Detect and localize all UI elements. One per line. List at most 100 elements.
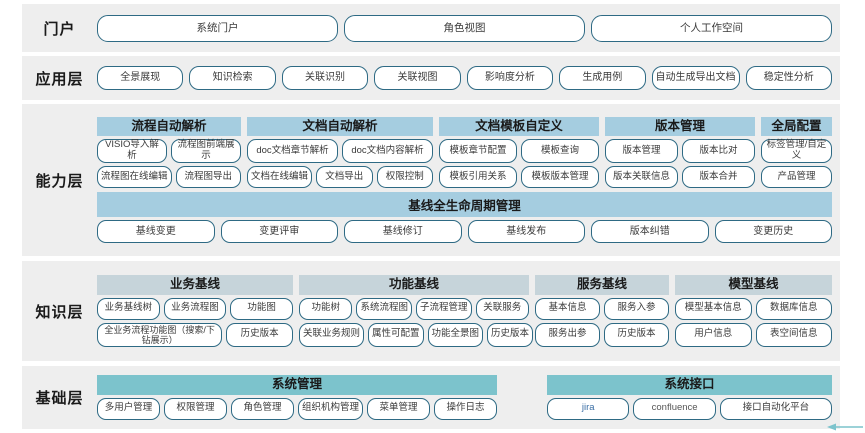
capability-group-doc-template: 文档模板自定义 模板章节配置 模板查询 模板引用关系 模板版本管理 xyxy=(439,116,599,189)
group-header-doc-template: 文档模板自定义 xyxy=(439,116,599,137)
know-button-database-info[interactable]: 数据库信息 xyxy=(755,297,832,320)
cap-button-flowchart-frontend-display[interactable]: 流程图前端展示 xyxy=(171,139,241,164)
group-header-doc-parsing: 文档自动解析 xyxy=(247,116,433,137)
capability-group-process-parsing: 流程自动解析 VISIO导入解析 流程图前端展示 流程图在线编辑 流程图导出 xyxy=(97,116,241,189)
cap-button-version-relation-info[interactable]: 版本关联信息 xyxy=(605,166,678,189)
know-button-business-baseline-tree[interactable]: 业务基线树 xyxy=(97,297,160,320)
base-button-operation-log[interactable]: 操作日志 xyxy=(434,397,498,420)
cap-button-doc-chapter-parse[interactable]: doc文档章节解析 xyxy=(247,139,338,164)
knowledge-group-model-baseline: 模型基线 模型基本信息 数据库信息 用户信息 表空间信息 xyxy=(675,275,832,347)
know-button-function-panorama[interactable]: 功能全景图 xyxy=(427,322,484,347)
cap-button-flowchart-online-edit[interactable]: 流程图在线编辑 xyxy=(97,166,172,189)
app-button-auto-export-doc[interactable]: 自动生成导出文档 xyxy=(651,66,740,90)
layer-label-knowledge: 知识层 xyxy=(35,303,84,321)
cap-button-doc-content-parse[interactable]: doc文档内容解析 xyxy=(342,139,433,164)
portal-button-personal-workspace[interactable]: 个人工作空间 xyxy=(591,14,832,42)
app-button-knowledge-search[interactable]: 知识检索 xyxy=(189,66,276,90)
banner-row-baseline-lifecycle: 基线变更 变更评审 基线修订 基线发布 版本纠错 变更历史 xyxy=(97,220,832,244)
knowledge-group-business-baseline: 业务基线 业务基线树 业务流程图 功能图 全业务流程功能图（搜索/下钻展示） 历… xyxy=(97,275,294,347)
group-header-business-baseline: 业务基线 xyxy=(97,275,293,295)
know-button-related-service[interactable]: 关联服务 xyxy=(475,297,529,320)
baseline-button-change[interactable]: 基线变更 xyxy=(97,220,215,244)
layer-foundation: 基础层 系统管理 多用户管理 权限管理 角色管理 组织机构管理 菜单管理 操作日… xyxy=(22,366,840,429)
base-button-menu-mgmt[interactable]: 菜单管理 xyxy=(367,397,431,420)
baseline-button-change-review[interactable]: 变更评审 xyxy=(220,220,338,244)
cap-button-tag-management-custom[interactable]: 标签管理/自定义 xyxy=(761,139,832,164)
group-header-system-mgmt: 系统管理 xyxy=(97,375,497,395)
group-header-global-config: 全局配置 xyxy=(761,116,832,137)
know-button-service-input-params[interactable]: 服务入参 xyxy=(604,297,669,320)
know-button-system-flowchart[interactable]: 系统流程图 xyxy=(356,297,412,320)
cap-button-template-reference-relation[interactable]: 模板引用关系 xyxy=(439,166,517,189)
know-button-function-history-version[interactable]: 历史版本 xyxy=(487,322,534,347)
app-button-relation-recognition[interactable]: 关联识别 xyxy=(281,66,369,90)
banner-header-baseline-lifecycle: 基线全生命周期管理 xyxy=(97,192,832,218)
know-button-function-diagram[interactable]: 功能图 xyxy=(230,297,294,320)
application-button-row: 全景展现 知识检索 关联识别 关联视图 影响度分析 生成用例 自动生成导出文档 … xyxy=(97,66,832,90)
app-button-stability-analysis[interactable]: 稳定性分析 xyxy=(745,66,832,90)
foundation-group-system-interface: 系统接口 jira confluence 接口自动化平台 xyxy=(547,375,832,420)
cap-button-product-management[interactable]: 产品管理 xyxy=(761,166,832,189)
cap-button-doc-online-edit[interactable]: 文档在线编辑 xyxy=(247,166,313,189)
app-button-panorama[interactable]: 全景展现 xyxy=(97,66,184,90)
cap-button-permission-control[interactable]: 权限控制 xyxy=(376,166,434,189)
knowledge-group-function-baseline: 功能基线 功能树 系统流程图 子流程管理 关联服务 关联业务规则 属性可配置 功… xyxy=(299,275,534,347)
layer-body-knowledge: 业务基线 业务基线树 业务流程图 功能图 全业务流程功能图（搜索/下钻展示） 历… xyxy=(97,269,840,353)
group-header-service-baseline: 服务基线 xyxy=(535,275,669,295)
know-button-subprocess-mgmt[interactable]: 子流程管理 xyxy=(416,297,472,320)
base-button-confluence[interactable]: confluence xyxy=(633,397,716,420)
cap-button-version-compare[interactable]: 版本比对 xyxy=(682,139,755,164)
capability-group-version-mgmt: 版本管理 版本管理 版本比对 版本关联信息 版本合并 xyxy=(605,116,755,189)
know-button-function-tree[interactable]: 功能树 xyxy=(299,297,353,320)
know-button-full-business-process-function-diagram[interactable]: 全业务流程功能图（搜索/下钻展示） xyxy=(97,322,223,347)
knowledge-groups: 业务基线 业务基线树 业务流程图 功能图 全业务流程功能图（搜索/下钻展示） 历… xyxy=(97,275,832,347)
know-button-tablespace-info[interactable]: 表空间信息 xyxy=(755,322,832,347)
know-button-related-business-rule[interactable]: 关联业务规则 xyxy=(299,322,365,347)
baseline-button-change-history[interactable]: 变更历史 xyxy=(714,220,832,244)
capability-group-doc-parsing: 文档自动解析 doc文档章节解析 doc文档内容解析 文档在线编辑 文档导出 权… xyxy=(247,116,434,189)
app-button-generate-cases[interactable]: 生成用例 xyxy=(559,66,646,90)
layer-body-foundation: 系统管理 多用户管理 权限管理 角色管理 组织机构管理 菜单管理 操作日志 xyxy=(97,369,840,426)
know-button-business-flowchart[interactable]: 业务流程图 xyxy=(163,297,227,320)
group-header-function-baseline: 功能基线 xyxy=(299,275,529,295)
base-button-interface-automation-platform[interactable]: 接口自动化平台 xyxy=(719,397,832,420)
base-button-org-structure-mgmt[interactable]: 组织机构管理 xyxy=(298,397,364,420)
foundation-groups: 系统管理 多用户管理 权限管理 角色管理 组织机构管理 菜单管理 操作日志 xyxy=(97,375,832,420)
baseline-button-release[interactable]: 基线发布 xyxy=(467,220,585,244)
know-button-user-info[interactable]: 用户信息 xyxy=(675,322,752,347)
decorative-arrow-icon xyxy=(827,423,863,431)
know-button-business-history-version[interactable]: 历史版本 xyxy=(226,322,293,347)
app-button-relation-view[interactable]: 关联视图 xyxy=(374,66,461,90)
cap-button-template-query[interactable]: 模板查询 xyxy=(521,139,599,164)
cap-button-doc-export[interactable]: 文档导出 xyxy=(316,166,373,189)
capability-banner-baseline-lifecycle: 基线全生命周期管理 基线变更 变更评审 基线修订 基线发布 版本纠错 变更历史 xyxy=(97,192,832,244)
portal-button-system-portal[interactable]: 系统门户 xyxy=(97,14,338,42)
foundation-group-system-mgmt: 系统管理 多用户管理 权限管理 角色管理 组织机构管理 菜单管理 操作日志 xyxy=(97,375,498,420)
group-header-model-baseline: 模型基线 xyxy=(675,275,832,295)
cap-button-version-management[interactable]: 版本管理 xyxy=(605,139,678,164)
cap-button-template-chapter-config[interactable]: 模板章节配置 xyxy=(439,139,517,164)
know-button-service-basic-info[interactable]: 基本信息 xyxy=(535,297,600,320)
know-button-model-basic-info[interactable]: 模型基本信息 xyxy=(675,297,752,320)
app-button-impact-analysis[interactable]: 影响度分析 xyxy=(466,66,554,90)
cap-button-version-merge[interactable]: 版本合并 xyxy=(682,166,755,189)
layer-knowledge: 知识层 业务基线 业务基线树 业务流程图 功能图 全业务流程功能图（搜索/下钻展… xyxy=(22,261,840,361)
know-button-attribute-configurable[interactable]: 属性可配置 xyxy=(368,322,424,347)
base-button-permission-mgmt[interactable]: 权限管理 xyxy=(164,397,227,420)
base-button-jira[interactable]: jira xyxy=(547,397,630,420)
knowledge-group-service-baseline: 服务基线 基本信息 服务入参 服务出参 历史版本 xyxy=(535,275,669,347)
baseline-button-revision[interactable]: 基线修订 xyxy=(344,220,462,244)
group-header-version-mgmt: 版本管理 xyxy=(605,116,755,137)
cap-button-template-version-mgmt[interactable]: 模板版本管理 xyxy=(521,166,599,189)
cap-button-flowchart-export[interactable]: 流程图导出 xyxy=(175,166,241,189)
layer-label-foundation: 基础层 xyxy=(35,390,84,407)
baseline-button-version-correction[interactable]: 版本纠错 xyxy=(591,220,709,244)
base-button-role-mgmt[interactable]: 角色管理 xyxy=(231,397,294,420)
layer-application: 应用层 全景展现 知识检索 关联识别 关联视图 影响度分析 生成用例 自动生成导… xyxy=(22,56,840,100)
portal-button-role-view[interactable]: 角色视图 xyxy=(344,14,585,42)
layer-label-capability: 能力层 xyxy=(35,172,84,190)
know-button-service-history-version[interactable]: 历史版本 xyxy=(604,322,669,347)
cap-button-visio-import-parse[interactable]: VISIO导入解析 xyxy=(97,139,167,164)
base-button-multi-user-mgmt[interactable]: 多用户管理 xyxy=(97,397,160,420)
know-button-service-output-params[interactable]: 服务出参 xyxy=(535,322,600,347)
